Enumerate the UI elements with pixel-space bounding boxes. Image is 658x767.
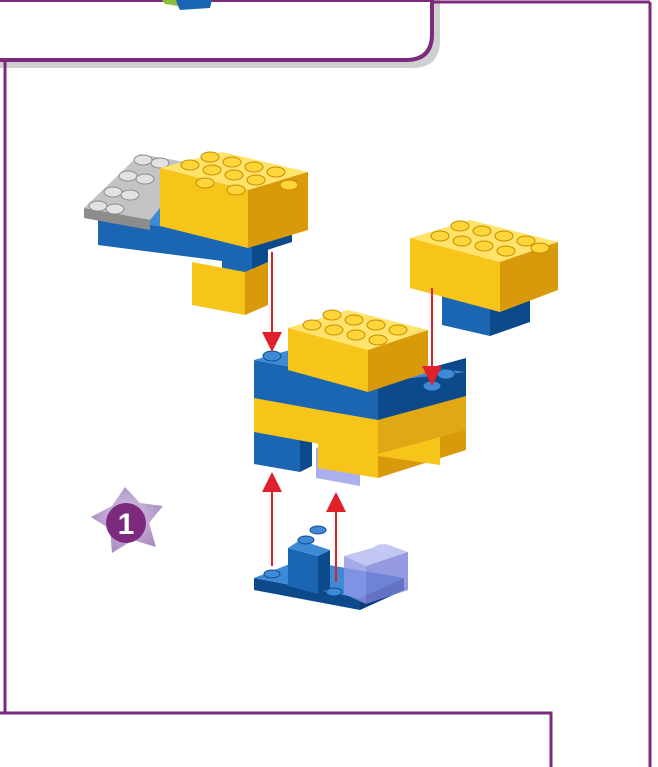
step-badge: 1 bbox=[91, 487, 163, 553]
step-number: 1 bbox=[118, 508, 135, 541]
center-wall-assembly bbox=[254, 310, 466, 486]
top-panel-border bbox=[0, 0, 432, 60]
frame-bottom-line bbox=[0, 713, 551, 767]
left-subassembly bbox=[84, 152, 308, 315]
bottom-base-assembly bbox=[254, 526, 408, 610]
